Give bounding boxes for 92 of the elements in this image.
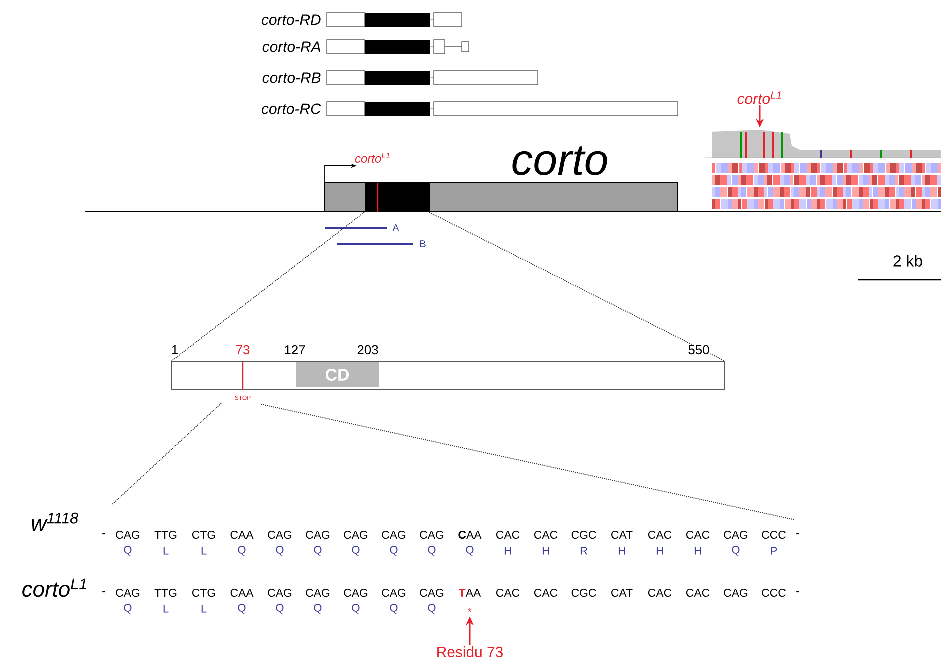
codon: CAC bbox=[686, 588, 710, 598]
probe-label: A bbox=[392, 224, 400, 232]
codon: CCC bbox=[762, 530, 786, 540]
amino-acid: Q bbox=[390, 604, 398, 614]
amino-acid: H bbox=[542, 547, 550, 555]
codon: CTG bbox=[192, 530, 216, 540]
sequence-dash: - bbox=[796, 591, 800, 593]
codon: CCC bbox=[762, 588, 786, 598]
codon: CGC bbox=[572, 530, 596, 540]
transcript-name: corto-RB bbox=[262, 72, 321, 84]
transcript-name: corto-RA bbox=[262, 42, 320, 52]
residue-number: 73 bbox=[236, 345, 250, 355]
amino-acid: Q bbox=[732, 546, 740, 556]
residue-label: Residu 73 bbox=[438, 646, 503, 658]
protein-bar bbox=[172, 362, 726, 390]
codon: TTG bbox=[154, 530, 177, 540]
zoom-guide-line bbox=[171, 212, 365, 362]
codon: CAG bbox=[344, 588, 368, 598]
amino-acid: H bbox=[618, 547, 626, 555]
amino-acid: Q bbox=[428, 546, 436, 556]
codon: CAG bbox=[116, 530, 140, 540]
codon: CAG bbox=[306, 588, 330, 598]
amino-acid: Q bbox=[124, 546, 132, 556]
amino-acid: P bbox=[771, 547, 778, 555]
probe-label: B bbox=[420, 240, 426, 248]
codon: CAG bbox=[420, 588, 444, 598]
amino-acid: L bbox=[202, 605, 207, 613]
codon: CAC bbox=[534, 588, 558, 598]
residue-number: 127 bbox=[285, 345, 306, 355]
amino-acid: H bbox=[656, 547, 664, 555]
codon: CAC bbox=[686, 530, 710, 540]
zoom-guide-line bbox=[429, 212, 726, 362]
codon: CAG bbox=[306, 530, 330, 540]
codon: CAG bbox=[268, 588, 292, 598]
mutant-label: corto$^{L1}$ bbox=[355, 153, 390, 163]
codon: TTG bbox=[154, 588, 177, 598]
codon: CAC bbox=[496, 588, 520, 598]
zoom-guide-line bbox=[112, 403, 222, 506]
amino-acid: Q bbox=[314, 604, 322, 614]
codon: CAG bbox=[724, 530, 748, 540]
amino-acid: L bbox=[164, 605, 169, 613]
codon: CTG bbox=[192, 588, 216, 598]
sequence-dash: - bbox=[796, 533, 800, 535]
amino-acid: H bbox=[694, 547, 702, 555]
transcript-name: corto-RD bbox=[262, 14, 321, 26]
codon: CAA bbox=[230, 530, 254, 540]
codon: CAT bbox=[612, 588, 633, 598]
codon: CAG bbox=[382, 588, 406, 598]
amino-acid: Q bbox=[466, 546, 474, 556]
zoom-guide-line bbox=[261, 404, 796, 520]
mutant-label: corto$^{L1}$ bbox=[738, 92, 782, 104]
amino-acid: Q bbox=[352, 546, 360, 556]
codon: CAG bbox=[268, 530, 292, 540]
transcript-name: corto-RC bbox=[262, 104, 322, 114]
sequencing-reads-drawing bbox=[704, 130, 941, 209]
sequence-dash: - bbox=[102, 591, 106, 593]
codon: CAG bbox=[382, 530, 406, 540]
amino-acid: Q bbox=[276, 604, 284, 614]
codon: CAG bbox=[420, 530, 444, 540]
codon: CAT bbox=[612, 530, 633, 540]
codon: CAA bbox=[230, 588, 254, 598]
residue-number: 550 bbox=[688, 344, 710, 356]
node-label: corto bbox=[512, 146, 608, 176]
domain-box: CD bbox=[296, 362, 379, 388]
amino-acid: H bbox=[504, 547, 512, 555]
amino-acid: Q bbox=[390, 546, 398, 556]
amino-acid: Q bbox=[238, 546, 246, 556]
codon: CAG bbox=[344, 530, 368, 540]
codon: CAC bbox=[496, 530, 520, 540]
codon: CGC bbox=[572, 588, 596, 598]
codon: CAC bbox=[648, 588, 672, 598]
amino-acid: Q bbox=[352, 604, 360, 614]
sequence-dash: - bbox=[102, 533, 106, 535]
amino-acid: L bbox=[202, 547, 207, 555]
amino-acid: Q bbox=[238, 604, 246, 614]
amino-acid: Q bbox=[428, 604, 436, 614]
codon: CAA bbox=[458, 530, 482, 540]
genotype-label: corto$^{L1}$ bbox=[22, 578, 86, 598]
amino-acid: Q bbox=[276, 546, 284, 556]
genotype-label: w$^{1118}$ bbox=[32, 512, 78, 532]
amino-acid: L bbox=[164, 547, 169, 555]
codon: TAA bbox=[459, 589, 482, 597]
amino-acid: Q bbox=[124, 604, 132, 614]
residue-number: 1 bbox=[172, 346, 178, 354]
amino-acid: Q bbox=[314, 546, 322, 556]
codon: CAC bbox=[648, 530, 672, 540]
codon: CAC bbox=[534, 530, 558, 540]
codon: CAG bbox=[724, 588, 748, 598]
stop-asterisk: * bbox=[468, 608, 472, 612]
scale-label: 2 kb bbox=[894, 255, 922, 267]
amino-acid: R bbox=[580, 547, 588, 555]
codon: CAG bbox=[116, 588, 140, 598]
